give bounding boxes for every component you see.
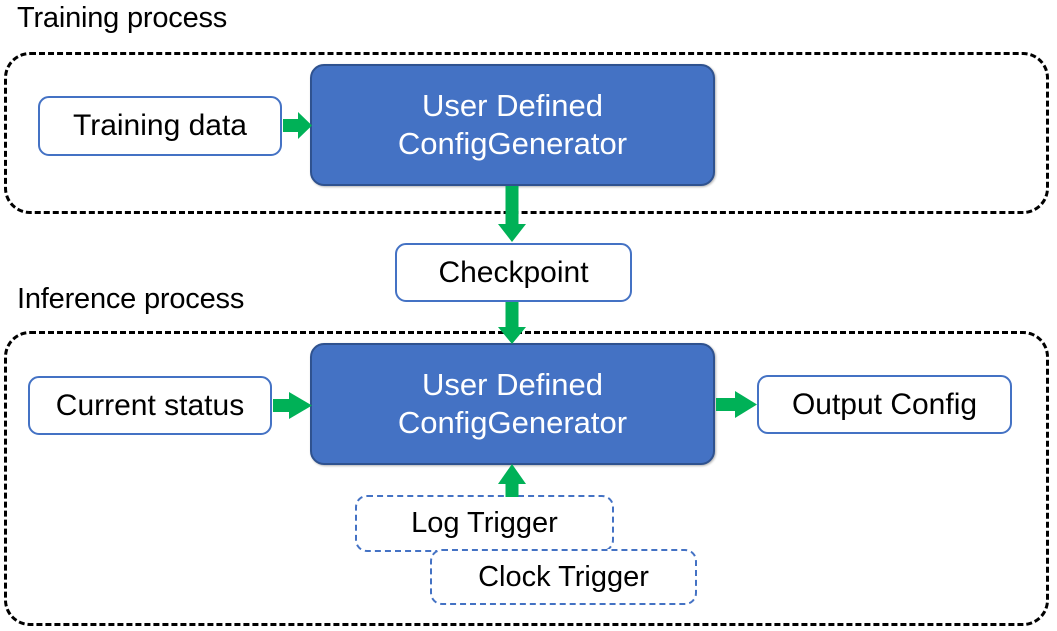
training-process-container	[4, 52, 1049, 214]
node-label-line-2: ConfigGenerator	[397, 405, 628, 440]
node-training-user-defined-configgenerator[interactable]: User Defined ConfigGenerator	[310, 64, 715, 186]
training-process-title: Training process	[17, 2, 228, 34]
node-inference-user-defined-configgenerator[interactable]: User Defined ConfigGenerator	[310, 343, 715, 465]
node-log-trigger[interactable]: Log Trigger	[355, 495, 614, 552]
node-checkpoint[interactable]: Checkpoint	[395, 243, 632, 302]
node-current-status[interactable]: Current status	[28, 376, 272, 435]
node-label-line-2: ConfigGenerator	[397, 126, 628, 161]
inference-process-container	[4, 331, 1049, 626]
inference-process-title: Inference process	[17, 283, 245, 315]
node-output-config[interactable]: Output Config	[757, 375, 1012, 434]
node-label-line-1: User Defined	[422, 88, 603, 124]
node-training-data[interactable]: Training data	[38, 96, 282, 156]
node-clock-trigger[interactable]: Clock Trigger	[430, 549, 697, 605]
node-label-line-1: User Defined	[422, 367, 603, 403]
